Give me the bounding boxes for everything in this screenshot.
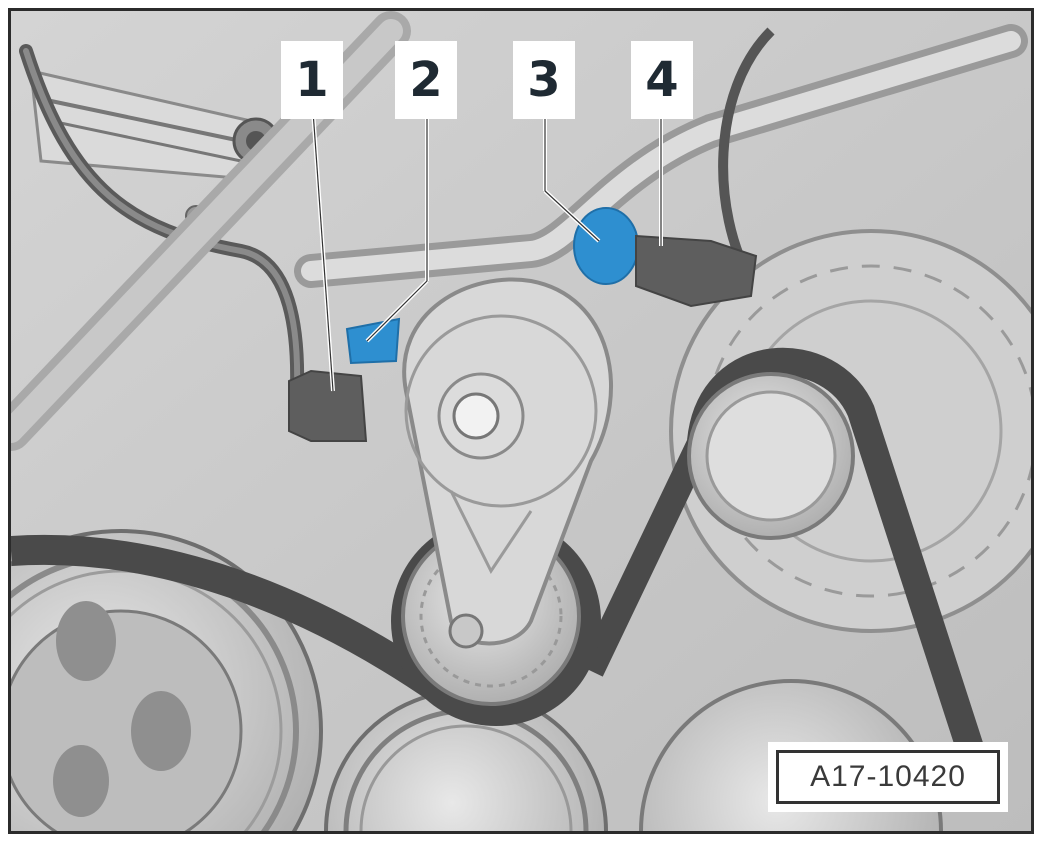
callout-number: 2 bbox=[409, 52, 443, 108]
blue-part-2 bbox=[345, 317, 401, 365]
figure-id-label: A17-10420 bbox=[776, 750, 1000, 804]
callout-3: 3 bbox=[513, 41, 575, 119]
engine-illustration bbox=[11, 11, 1031, 831]
belt-tensioner bbox=[402, 277, 613, 649]
callout-number: 3 bbox=[527, 52, 561, 108]
callout-2: 2 bbox=[395, 41, 457, 119]
connector-1 bbox=[288, 369, 368, 442]
callout-number: 1 bbox=[295, 52, 329, 108]
blue-part-3 bbox=[573, 207, 639, 285]
callout-number: 4 bbox=[645, 52, 679, 108]
figure-id-box: A17-10420 bbox=[768, 742, 1008, 812]
idler-pulley bbox=[687, 372, 855, 540]
upper-bracket bbox=[29, 69, 280, 227]
crankshaft-pulley bbox=[11, 529, 323, 831]
callout-1: 1 bbox=[281, 41, 343, 119]
callout-4: 4 bbox=[631, 41, 693, 119]
diagram-frame: 1 2 3 4 bbox=[8, 8, 1034, 834]
connector-4 bbox=[635, 234, 758, 308]
